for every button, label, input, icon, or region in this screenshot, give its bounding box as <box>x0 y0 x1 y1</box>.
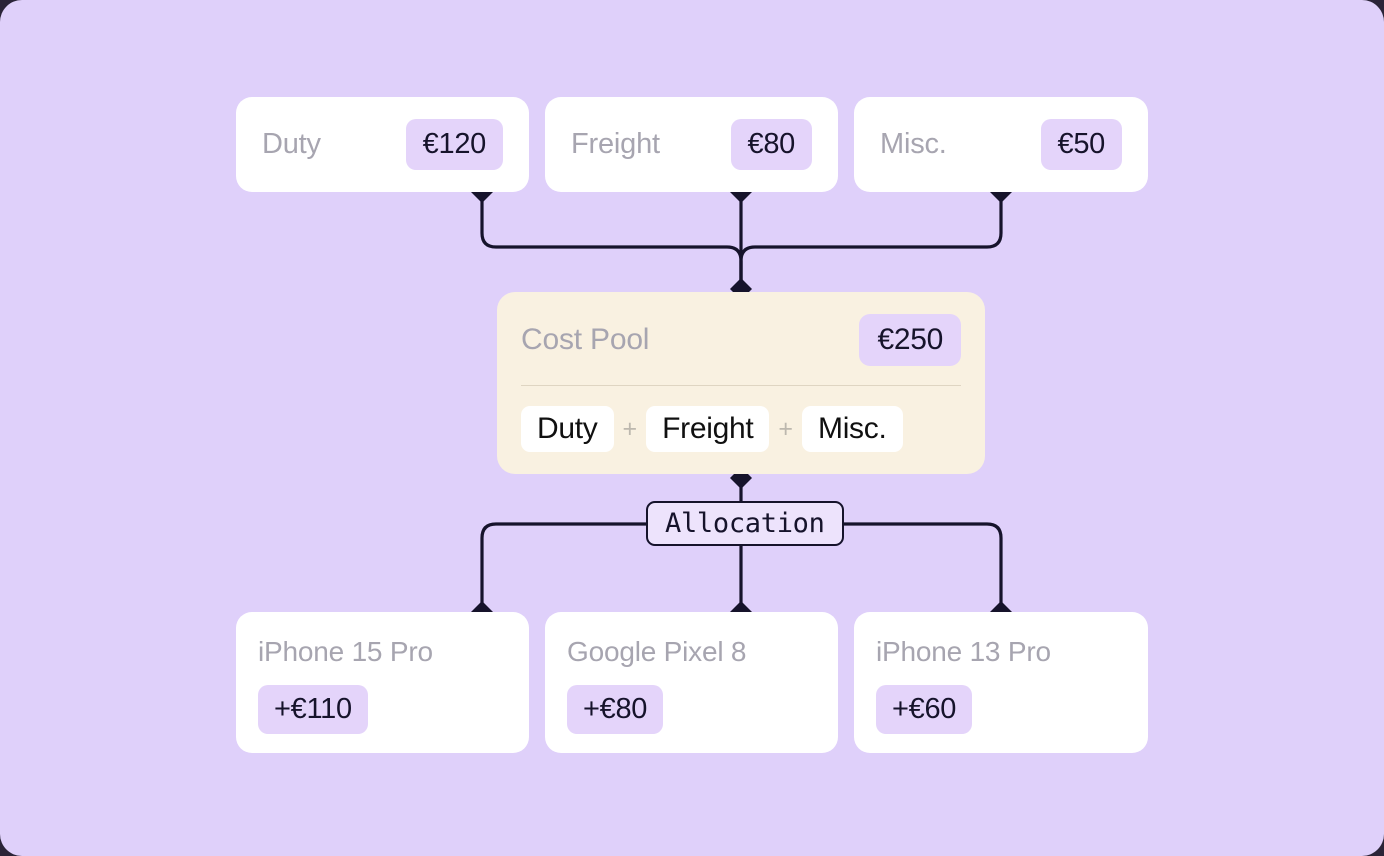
formula-term-chip: Misc. <box>802 406 903 452</box>
wire-misc-to-pool <box>739 190 1003 294</box>
cost-pool-formula: Duty + Freight + Misc. <box>521 406 961 452</box>
allocation-edge-label[interactable]: Allocation <box>646 501 844 546</box>
destination-card-iphone-13-pro[interactable]: iPhone 13 Pro +€60 <box>854 612 1148 753</box>
cost-pool-amount-badge: €250 <box>859 314 961 366</box>
source-amount-badge: €120 <box>405 119 503 170</box>
source-card-freight[interactable]: Freight €80 <box>545 97 838 192</box>
destination-card-google-pixel-8[interactable]: Google Pixel 8 +€80 <box>545 612 838 753</box>
source-amount-badge: €80 <box>730 119 812 170</box>
source-label: Freight <box>571 128 660 160</box>
formula-term-chip: Duty <box>521 406 614 452</box>
cost-pool-header: Cost Pool €250 <box>521 314 961 366</box>
destination-label: Google Pixel 8 <box>567 636 747 667</box>
source-label: Misc. <box>880 128 947 160</box>
cost-pool-card[interactable]: Cost Pool €250 Duty + Freight + Misc. <box>497 292 985 474</box>
source-amount-badge: €50 <box>1040 119 1122 170</box>
destination-label: iPhone 15 Pro <box>258 636 433 667</box>
plus-operator-icon: + <box>778 414 793 443</box>
formula-term-chip: Freight <box>646 406 770 452</box>
wire-duty-to-pool <box>480 190 743 294</box>
wire-allocation-to-right <box>835 522 1003 614</box>
destination-amount-badge: +€110 <box>258 685 368 734</box>
source-card-misc[interactable]: Misc. €50 <box>854 97 1148 192</box>
allocation-label-text: Allocation <box>665 508 825 539</box>
cost-pool-title: Cost Pool <box>521 323 650 356</box>
plus-operator-icon: + <box>622 414 638 443</box>
cost-pool-divider <box>521 385 961 386</box>
destination-amount-badge: +€80 <box>567 685 664 734</box>
source-label: Duty <box>262 128 321 160</box>
source-card-duty[interactable]: Duty €120 <box>236 97 529 192</box>
destination-card-iphone-15-pro[interactable]: iPhone 15 Pro +€110 <box>236 612 529 753</box>
destination-label: iPhone 13 Pro <box>876 636 1051 667</box>
wire-allocation-to-left <box>480 522 648 614</box>
destination-amount-badge: +€60 <box>876 685 973 734</box>
